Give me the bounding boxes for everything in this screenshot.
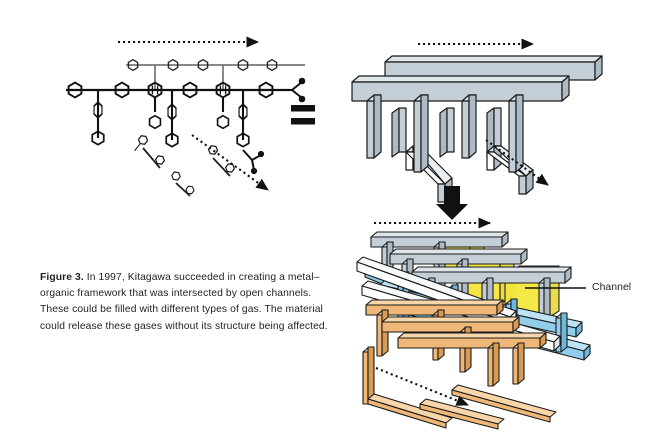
interpenetrated-framework-panel — [356, 217, 591, 430]
scaffold-beams — [351, 55, 603, 203]
single-framework-scaffold-panel — [351, 38, 603, 203]
figure-caption: Figure 3. In 1997, Kitagawa succeeded in… — [40, 270, 330, 335]
molecule-perspective-fragments — [134, 133, 237, 197]
molecule-pendant-arms — [96, 90, 245, 140]
channel-label: Channel — [592, 281, 632, 293]
equals-symbol — [291, 105, 315, 125]
molecule-back-chain — [126, 58, 305, 90]
scaffold-front-legs — [366, 94, 524, 173]
framework-orange-net — [362, 299, 557, 430]
molecule-terminal-group — [242, 77, 306, 175]
figure-caption-text: In 1997, Kitagawa succeeded in creating … — [40, 272, 328, 332]
scaffold-back-legs — [391, 107, 502, 158]
transform-down-arrow — [436, 186, 468, 220]
molecular-structure-panel — [66, 36, 306, 197]
figure-number: Figure 3. — [40, 272, 84, 283]
molecule-main-rings — [67, 81, 274, 99]
framework-diagonal-axis-arrow — [375, 367, 469, 406]
scaffold-front-rail — [351, 75, 570, 102]
scaffold-diagonal-axis-arrow — [485, 139, 549, 186]
